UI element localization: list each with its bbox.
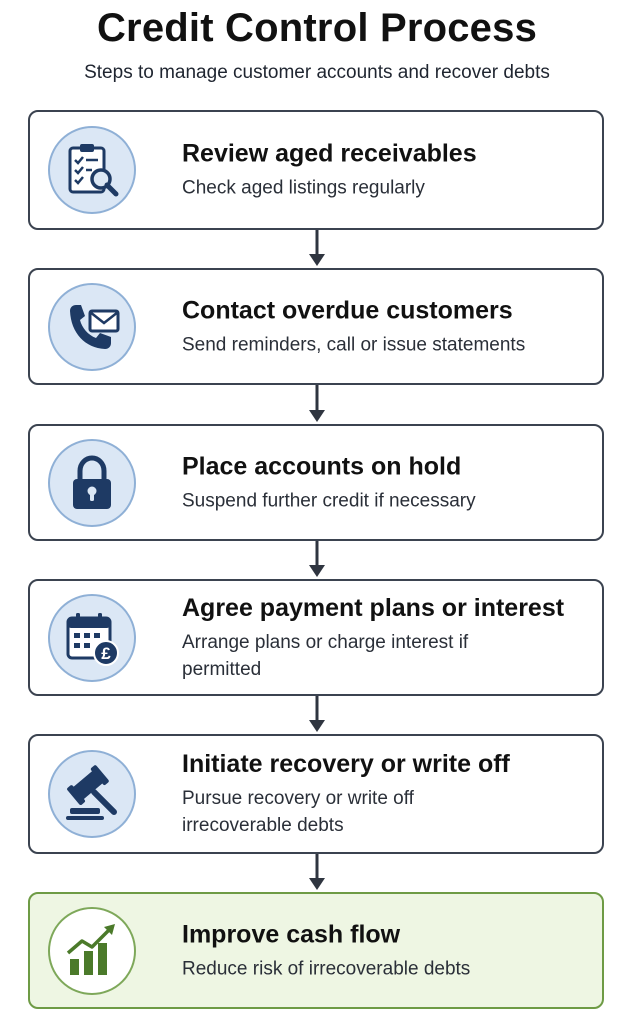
step-description: Check aged listings regularly bbox=[182, 177, 425, 199]
step-title: Review aged receivables bbox=[182, 139, 477, 168]
flow-arrow bbox=[309, 230, 325, 266]
step-title: Place accounts on hold bbox=[182, 452, 462, 480]
step-card-place-on-hold: Place accounts on hold Suspend further c… bbox=[28, 424, 604, 541]
step-card-recovery-write-off: Initiate recovery or write off Pursue re… bbox=[28, 734, 604, 854]
step-title: Initiate recovery or write off bbox=[182, 750, 510, 778]
step-card-contact-customers: Contact overdue customers Send reminders… bbox=[28, 268, 604, 385]
step-description: Suspend further credit if necessary bbox=[182, 490, 476, 511]
page-title: Credit Control Process bbox=[96, 6, 538, 50]
phone-envelope-icon bbox=[48, 282, 136, 371]
step-card-review-receivables: Review aged receivables Check aged listi… bbox=[28, 110, 604, 230]
step-card-improve-cash-flow: Improve cash flow Reduce risk of irrecov… bbox=[28, 892, 604, 1009]
clipboard-magnifier-icon bbox=[48, 126, 136, 214]
step-description: Pursue recovery or write off irrecoverab… bbox=[182, 788, 414, 836]
calendar-pound-icon: £ bbox=[48, 593, 136, 682]
step-description: Reduce risk of irrecoverable debts bbox=[182, 958, 471, 979]
svg-text:£: £ bbox=[101, 644, 111, 663]
flow-arrow bbox=[309, 385, 325, 422]
step-title: Contact overdue customers bbox=[182, 296, 513, 324]
padlock-icon bbox=[48, 438, 136, 527]
step-description: Arrange plans or charge interest if perm… bbox=[182, 631, 469, 680]
page-subtitle: Steps to manage customer accounts and re… bbox=[84, 62, 550, 83]
flow-arrow bbox=[309, 854, 325, 890]
flow-arrow bbox=[309, 696, 325, 732]
step-title: Agree payment plans or interest bbox=[182, 593, 565, 622]
step-title: Improve cash flow bbox=[182, 920, 401, 948]
gavel-icon bbox=[48, 750, 136, 838]
growth-chart-icon bbox=[48, 906, 136, 995]
step-card-payment-plans: £ Agree payment plans or interest Arrang… bbox=[28, 579, 604, 696]
step-description: Send reminders, call or issue statements bbox=[182, 334, 526, 355]
flow-arrow bbox=[309, 541, 325, 577]
